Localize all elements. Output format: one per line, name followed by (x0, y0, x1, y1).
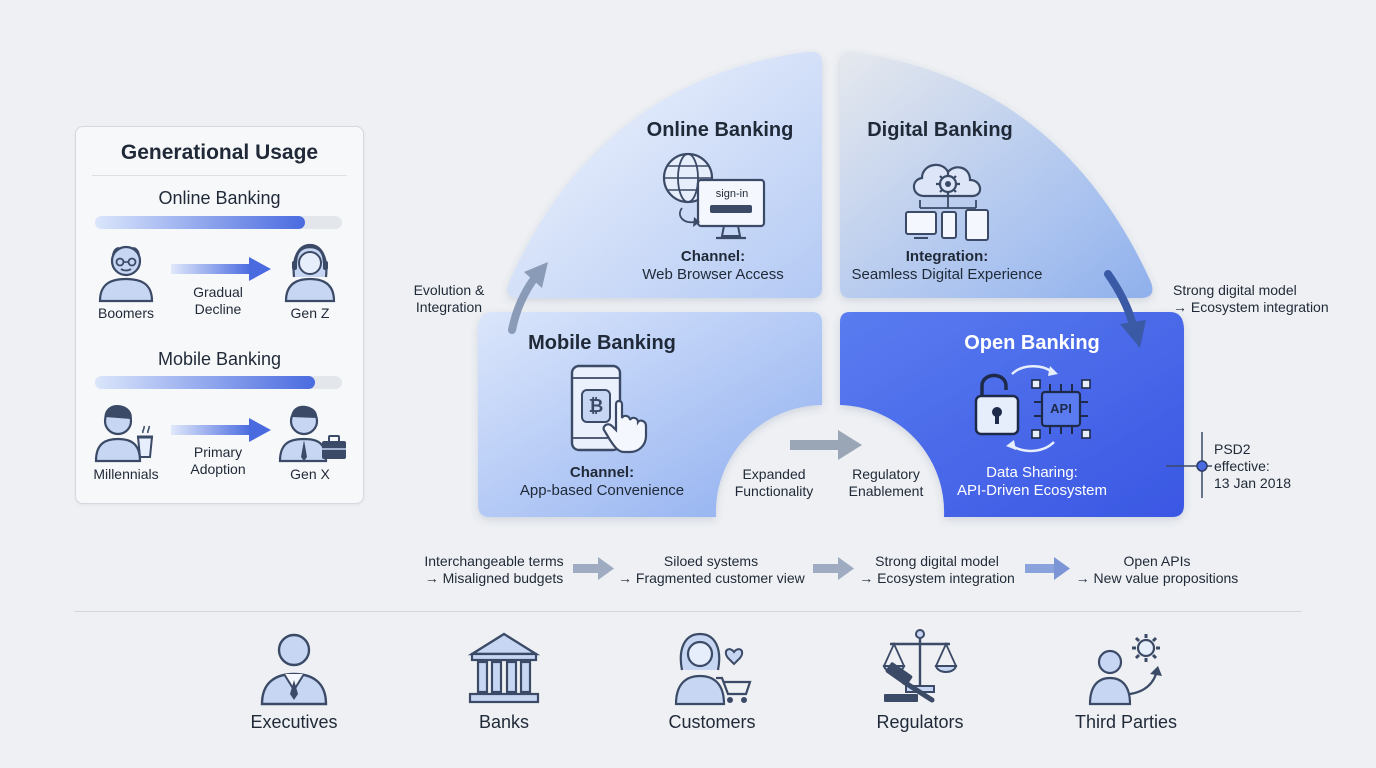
middle-arrow-shaft (790, 440, 840, 450)
digital-banking-desc: Integration: Seamless Digital Experience (851, 248, 1043, 283)
open-banking-title: Open Banking (964, 332, 1100, 354)
boomer-person-icon (98, 245, 154, 303)
stakeholder-executives: Executives (250, 712, 338, 732)
lock-api-icon (974, 365, 1091, 453)
gen-x-label: Gen X (290, 466, 330, 482)
psd2-milestone-dot (1196, 460, 1208, 472)
online-trend-arrow (171, 257, 271, 281)
flow-step-1: Interchangeable terms→ Misaligned budget… (424, 553, 564, 586)
online-section-title: Online Banking (158, 188, 281, 208)
mobile-banking-desc: Channel: App-based Convenience (519, 464, 685, 499)
online-usage-bar-fill (95, 216, 305, 229)
strong-model-arrow (1104, 270, 1136, 326)
mobile-banking-quadrant[interactable] (478, 312, 822, 517)
online-trend-label: Gradual Decline (193, 284, 243, 317)
panel-divider (92, 175, 347, 176)
open-banking-desc: Data Sharing: API-Driven Ecosystem (956, 464, 1108, 499)
mobile-trend-arrow (171, 418, 271, 442)
digital-banking-quadrant[interactable] (840, 51, 1153, 298)
mobile-usage-bar-fill (95, 376, 315, 389)
svg-text:₿: ₿ (589, 396, 604, 417)
expanded-functionality-label: Expanded Functionality (734, 466, 814, 499)
gen-z-person-icon (284, 243, 336, 303)
stakeholder-customers: Customers (668, 712, 756, 732)
flow-step-3: Strong digital model→ Ecosystem integrat… (859, 553, 1015, 586)
mobile-trend-label: Primary Adoption (190, 444, 246, 477)
stakeholder-third-parties: Third Parties (1074, 712, 1178, 732)
millennials-label: Millennials (93, 466, 159, 482)
online-banking-desc: Channel: Web Browser Access (642, 248, 784, 283)
evolution-integration-label: Evolution & Integration (413, 282, 485, 315)
bank-icon (467, 632, 541, 704)
scales-gavel-icon (882, 629, 958, 703)
digital-banking-title: Digital Banking (867, 119, 1013, 141)
mobile-section-title: Mobile Banking (157, 349, 282, 369)
api-chip-label: API (1050, 401, 1072, 416)
strong-digital-model-label: Strong digital model → Ecosystem integra… (1173, 282, 1329, 315)
gen-x-person-icon (278, 405, 346, 463)
mobile-usage-bar (95, 376, 342, 389)
mobile-payment-icon: ₿ (570, 364, 648, 454)
cloud-devices-icon (905, 163, 989, 241)
evolution-arrow-head (524, 262, 548, 288)
stakeholder-regulators: Regulators (876, 712, 964, 732)
mobile-banking-title: Mobile Banking (528, 332, 676, 354)
flow-arrows (573, 557, 1070, 580)
customer-icon (674, 632, 752, 706)
third-party-icon (1088, 634, 1162, 706)
panel-title: Generational Usage (120, 141, 319, 164)
sign-in-label: sign-in (715, 188, 749, 200)
stakeholder-banks: Banks (478, 712, 530, 732)
globe-monitor-icon (662, 152, 766, 240)
boomers-label: Boomers (97, 305, 155, 321)
generational-usage-panel: Generational Usage Online Banking Boomer… (75, 126, 364, 504)
section-divider (74, 611, 1302, 612)
middle-arrow-head (838, 430, 862, 460)
millennial-person-icon (94, 405, 154, 463)
flow-step-2: Siloed systems→ Fragmented customer view (618, 553, 805, 586)
online-banking-title: Online Banking (646, 119, 794, 141)
regulatory-enablement-label: Regulatory Enablement (848, 466, 924, 499)
psd2-milestone-label: PSD2 effective: 13 Jan 2018 (1214, 441, 1292, 491)
online-usage-bar (95, 216, 342, 229)
strong-model-arrow-head (1120, 320, 1146, 348)
flow-step-4: Open APIs→ New value propositions (1075, 553, 1239, 586)
executive-icon (260, 633, 328, 706)
gen-z-label: Gen Z (290, 305, 330, 321)
